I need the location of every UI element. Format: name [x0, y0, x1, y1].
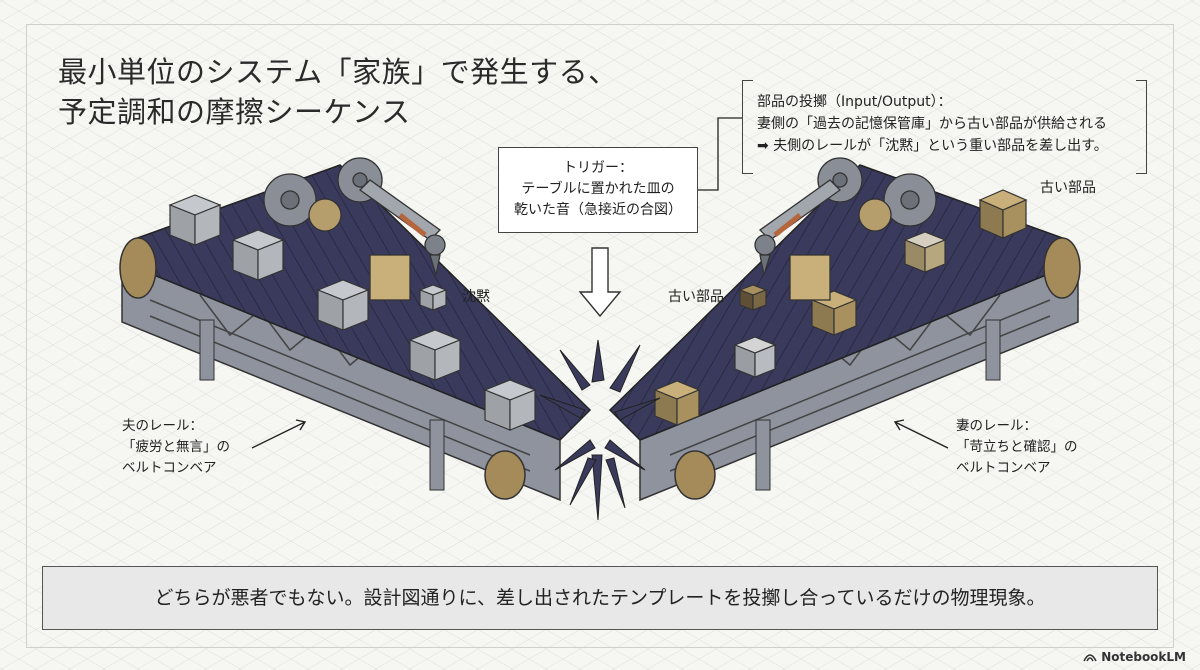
- title-line-2: 予定調和の摩擦シーケンス: [58, 95, 411, 129]
- old-part-cube: [653, 380, 701, 426]
- husband-pointer-arrow: [251, 419, 307, 449]
- silence-cube: [418, 284, 448, 311]
- brand-badge: NotebookLM: [1083, 650, 1186, 664]
- gray-cube: [231, 229, 285, 281]
- trigger-line-2: テーブルに置かれた皿の: [521, 181, 675, 197]
- silence-label: 沈黙: [462, 289, 490, 305]
- trigger-line-1: トリガー：: [563, 160, 633, 176]
- wife-line-1: 妻のレール：: [956, 418, 1037, 434]
- gray-cube: [168, 194, 222, 246]
- wife-end-roller: [1043, 237, 1081, 299]
- gray-cube: [408, 329, 462, 381]
- trigger-line-3: 乾いた音（急接近の合図）: [514, 202, 682, 218]
- io-line-2: 妻側の「過去の記憶保管庫」から古い部品が供給される: [757, 116, 1107, 132]
- wife-front-roller: [674, 450, 716, 500]
- io-callout: 部品の投擲（Input/Output）： 妻側の「過去の記憶保管庫」から古い部品…: [757, 91, 1108, 157]
- trigger-connector: [698, 117, 742, 191]
- io-bracket-right: [1136, 80, 1147, 174]
- io-bracket-left: [742, 80, 753, 174]
- wife-old-part-cubes: [653, 189, 1028, 426]
- io-line-1: 部品の投擲（Input/Output）：: [757, 94, 952, 110]
- wife-pointer-arrow: [893, 419, 949, 449]
- husband-callout: 夫のレール： 「疲労と無言」の ベルトコンベア: [122, 416, 230, 479]
- old-part-label-left: 古い部品: [668, 289, 724, 305]
- slide-frame: [26, 24, 1174, 648]
- notebooklm-logo-icon: [1083, 654, 1097, 662]
- old-part-held-cube: [738, 284, 768, 311]
- wife-line-2: 「苛立ちと確認」の: [956, 439, 1078, 455]
- old-part-label-top: 古い部品: [1040, 180, 1096, 196]
- old-part-cube: [978, 189, 1028, 239]
- collision-shards: [539, 339, 661, 521]
- page-title: 最小単位のシステム「家族」で発生する、 予定調和の摩擦シーケンス: [58, 52, 618, 132]
- conclusion-text: どちらが悪者でもない。設計図通りに、差し出されたテンプレートを投擲し合っているだ…: [154, 587, 1046, 609]
- down-arrow-icon: [578, 247, 622, 318]
- gray-cube: [483, 379, 537, 431]
- husband-front-roller: [484, 450, 526, 500]
- wife-robot-arm: [754, 157, 937, 301]
- title-line-1: 最小単位のシステム「家族」で発生する、: [58, 55, 618, 89]
- trigger-callout: トリガー： テーブルに置かれた皿の 乾いた音（急接近の合図）: [498, 147, 698, 233]
- gray-cube: [316, 279, 370, 331]
- wife-line-3: ベルトコンベア: [956, 460, 1051, 476]
- husband-gray-cubes: [168, 194, 537, 431]
- old-part-cube: [903, 231, 947, 273]
- husband-line-1: 夫のレール：: [122, 418, 203, 434]
- wife-callout: 妻のレール： 「苛立ちと確認」の ベルトコンベア: [956, 416, 1078, 479]
- husband-robot-arm: [263, 157, 446, 301]
- conclusion-box: どちらが悪者でもない。設計図通りに、差し出されたテンプレートを投擲し合っているだ…: [42, 566, 1158, 630]
- io-line-3: ➡ 夫側のレールが「沈黙」という重い部品を差し出す。: [757, 138, 1108, 154]
- husband-end-roller: [119, 237, 157, 299]
- brand-name: NotebookLM: [1101, 650, 1186, 664]
- old-part-cube: [733, 336, 777, 378]
- husband-line-2: 「疲労と無言」の: [122, 439, 230, 455]
- husband-line-3: ベルトコンベア: [122, 460, 217, 476]
